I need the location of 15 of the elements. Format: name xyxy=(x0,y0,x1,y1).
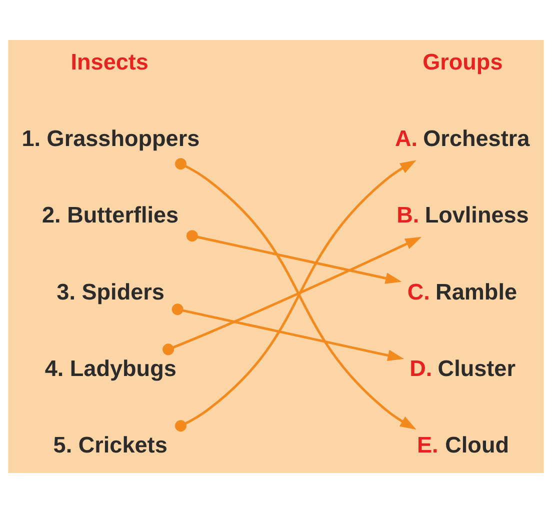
node-text: 3. Spiders xyxy=(56,279,164,304)
label: Insects xyxy=(70,49,148,74)
node-text: E. Cloud xyxy=(416,432,510,458)
node-text: 2. Butterflies xyxy=(42,202,179,228)
node-text: 5. Crickets xyxy=(53,432,168,458)
arrow xyxy=(172,304,404,361)
node-text: A. Orchestra xyxy=(394,126,530,151)
arrow xyxy=(162,236,422,356)
node-text: 4. Ladybugs xyxy=(44,356,176,382)
node-text: C. Ramble xyxy=(407,279,518,304)
label: Groups xyxy=(422,49,503,74)
node-text: 1. Grasshoppers xyxy=(22,126,200,151)
node-text: D. Cluster xyxy=(410,356,516,382)
arrow xyxy=(186,230,402,284)
node-text: B. Lovliness xyxy=(396,202,529,228)
